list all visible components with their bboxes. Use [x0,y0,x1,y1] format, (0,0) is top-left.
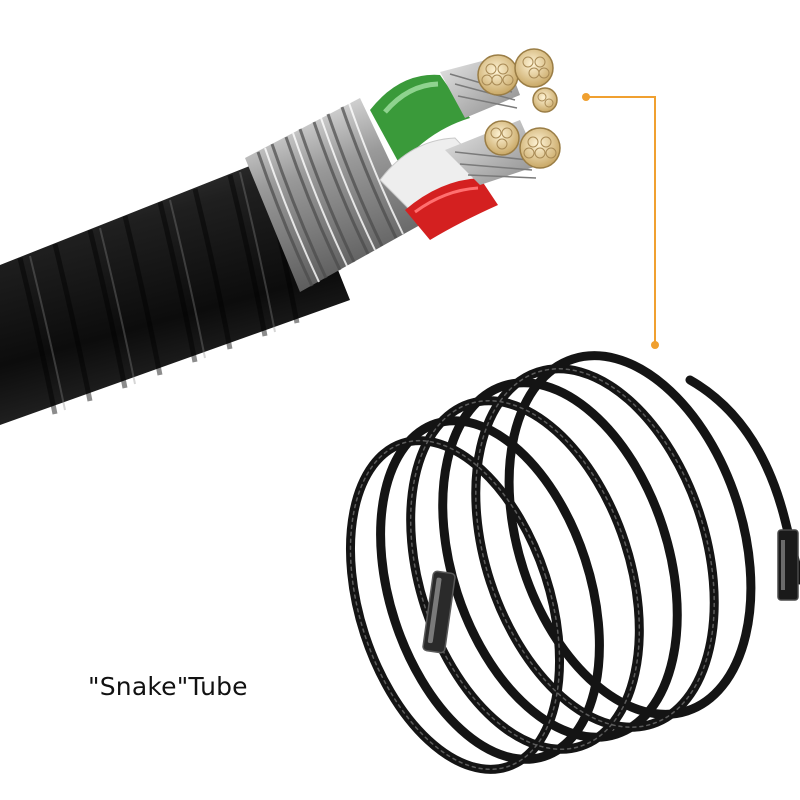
snake-tube-coil [345,351,800,774]
strand-ends [477,48,561,169]
connector-end [777,529,799,601]
callout-line [582,93,659,349]
metal-armor [245,98,420,292]
camera-probe [422,570,456,654]
cable-jacket [0,150,350,425]
snake-tube-caption: "Snake"Tube [88,672,248,701]
